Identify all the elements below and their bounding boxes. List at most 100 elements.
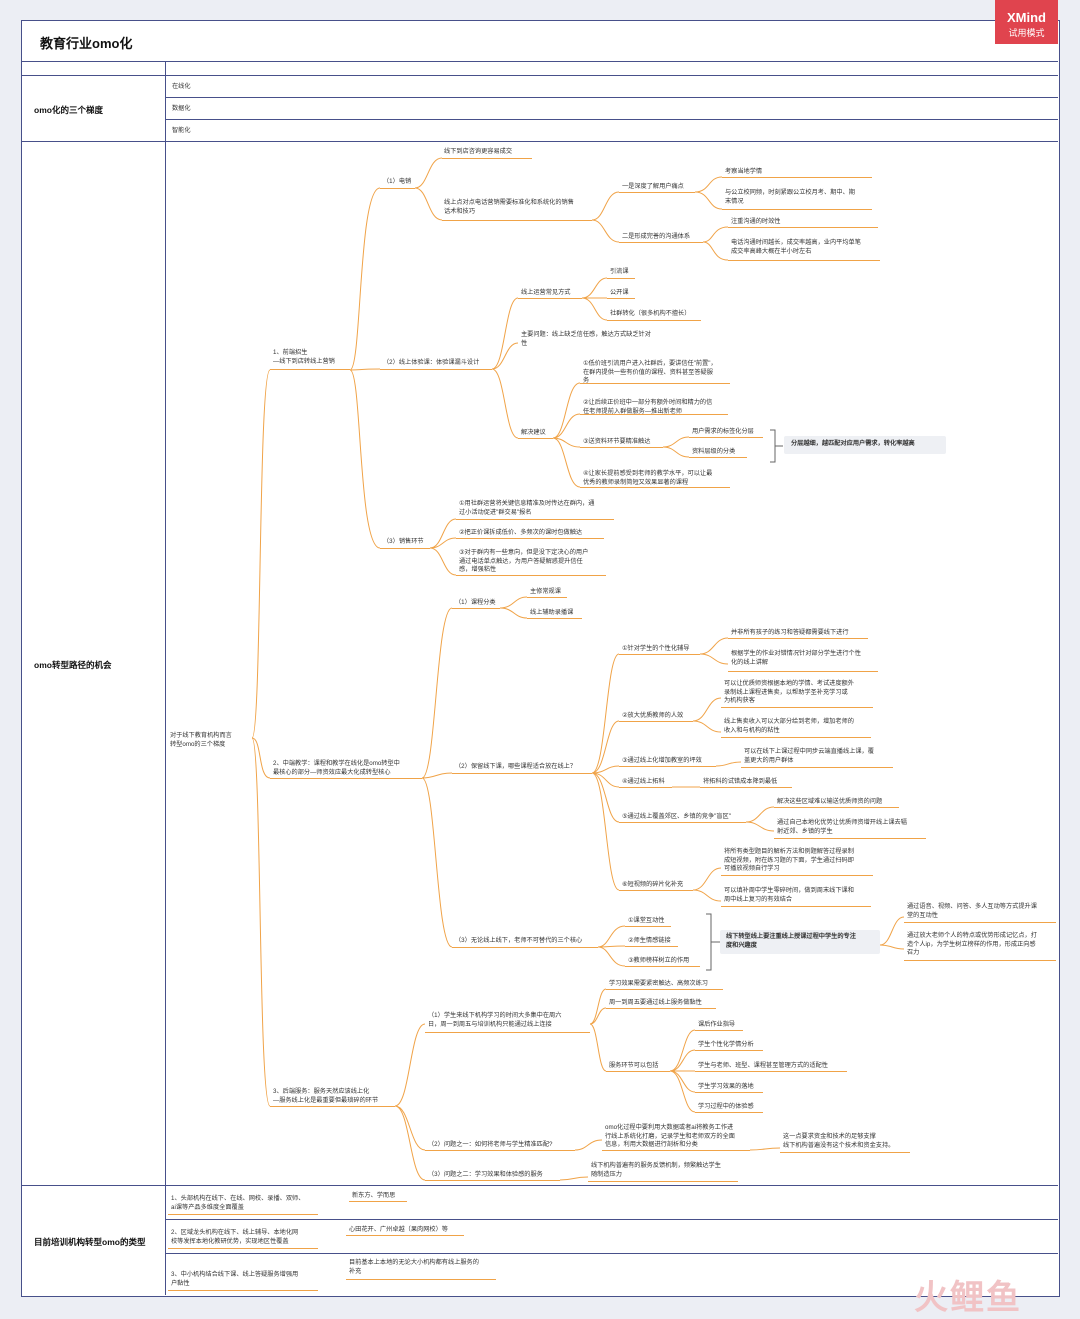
underline bbox=[602, 1150, 750, 1151]
node: ②放大优质教师的人效 bbox=[622, 712, 684, 719]
node: 将拓科的试错成本降到最低 bbox=[703, 778, 778, 785]
divider bbox=[165, 1219, 1058, 1220]
mindmap-frame bbox=[21, 20, 1060, 1297]
watermark-logo: 火鲤鱼 bbox=[914, 1279, 1022, 1317]
branch-xiaoshou: （3）销售环节 bbox=[383, 538, 424, 545]
underline bbox=[380, 188, 415, 189]
type-example: 心田花开、广州卓越（果肉网校）等 bbox=[349, 1226, 448, 1233]
summary-text: 分层越细，越匹配对应用户需求，转化率越高 bbox=[791, 440, 915, 447]
row-label: omo化的三个梯度 bbox=[34, 105, 103, 115]
node: ④通过线上拓科 bbox=[622, 778, 665, 785]
underline bbox=[619, 721, 693, 722]
branch-tiyanke: （2）线上体验课：体验课漏斗设计 bbox=[383, 359, 480, 366]
underline bbox=[780, 1152, 910, 1153]
node: 学生与老师、班型、课程甚至管理方式的适配性 bbox=[698, 1062, 828, 1069]
underline bbox=[695, 1092, 763, 1093]
underline bbox=[606, 1071, 670, 1072]
branch-middle: 2、中端教学：课程和教学在线化是omo转型中 最核心的部分—师资效应最大化成转型… bbox=[273, 760, 400, 776]
page-title: 教育行业omo化 bbox=[40, 36, 133, 51]
node: ③通过线上化增加教室的坪效 bbox=[622, 757, 702, 764]
branch-back: 3、后端服务：服务天然应该线上化 —服务线上化是最重要但最琐碎的环节 bbox=[273, 1088, 379, 1104]
summary-box bbox=[720, 930, 880, 954]
underline bbox=[700, 787, 792, 788]
node: 课后作业指导 bbox=[698, 1021, 736, 1028]
node: 可以在线下上课过程中同步云端直播线上课，覆 盖更大的用户群体 bbox=[744, 748, 874, 764]
node: 解决这些区域难以输送优质师资的问题 bbox=[777, 798, 883, 805]
divider bbox=[21, 141, 1058, 142]
branch-pipei: （2）问题之一：如何将老师与学生精准匹配? bbox=[428, 1141, 553, 1148]
node: ⑤通过线上覆盖郊区、乡镇的竞争"盲区" bbox=[622, 813, 731, 820]
node: 学生学习效果的落地 bbox=[698, 1083, 754, 1090]
node: 学生个性化学情分析 bbox=[698, 1041, 754, 1048]
node: 引流课 bbox=[610, 268, 629, 275]
xmind-badge: XMind 试用模式 bbox=[995, 0, 1058, 44]
underline bbox=[607, 298, 635, 299]
underline bbox=[728, 638, 868, 639]
trial-mode-label: 试用模式 bbox=[1008, 28, 1045, 38]
underline bbox=[728, 260, 880, 261]
underline bbox=[456, 538, 604, 539]
underline bbox=[619, 822, 746, 823]
node: 线下到店咨询更容易成交 bbox=[444, 148, 513, 155]
underline bbox=[580, 487, 730, 488]
underline bbox=[425, 1150, 575, 1151]
node: 主要问题：线上缺乏信任感，触达方式缺乏针对 性 bbox=[521, 331, 651, 347]
underline bbox=[722, 209, 872, 210]
node: ⑥短视频的碎片化补充 bbox=[622, 881, 684, 888]
branch-front: 1、前端招生 —线下到店转线上营销 bbox=[273, 349, 335, 365]
node: ④让家长提前感受到老师的教学水平，可以让最 优秀的教师录制简短又效果显著的课程 bbox=[583, 470, 713, 486]
underline bbox=[619, 787, 672, 788]
list-item: 智能化 bbox=[172, 127, 191, 134]
node: ①课堂互动性 bbox=[628, 917, 665, 924]
underline bbox=[518, 438, 553, 439]
node: ③对于群内有一些意向，但是没下定决心的用户 通过电话单点触达，为用户答疑解惑提升… bbox=[459, 549, 589, 574]
node: ②让后续正价班中一部分有额外时间和精力的信 任老师提前入群做服务—推出新老师 bbox=[583, 399, 713, 415]
summary-text: 线下转型线上要注重线上授课过程中学生的专注 度和兴趣度 bbox=[726, 933, 856, 949]
underline bbox=[380, 369, 492, 370]
node: ②师生情感链接 bbox=[628, 937, 671, 944]
root-topic: 对于线下教育机构而言 转型omo的三个梯度 bbox=[170, 732, 232, 748]
underline bbox=[518, 298, 582, 299]
node: 电话沟通时间越长，成交率越高，业内平均单笔 成交率高峰大概在半小时左右 bbox=[731, 239, 861, 255]
node: 学习过程中的体验感 bbox=[698, 1103, 754, 1110]
underline bbox=[442, 220, 592, 221]
divider bbox=[165, 119, 1058, 120]
node: 注重沟通的时效性 bbox=[731, 218, 781, 225]
branch-dianxiao: （1）电销 bbox=[383, 178, 412, 185]
underline bbox=[695, 1050, 763, 1051]
underline bbox=[580, 383, 730, 384]
node: 将所有类型题目的解析方法和例题解答过程录制 成短视频，附在练习题的下面，学生通过… bbox=[724, 848, 854, 873]
node: 一是深度了解用户痛点 bbox=[622, 183, 684, 190]
underline bbox=[774, 807, 899, 808]
brand-logo: XMind bbox=[1007, 10, 1046, 25]
underline bbox=[346, 1235, 464, 1236]
underline bbox=[625, 966, 700, 967]
type-example: 目前基本上本地的无论大小机构都有线上服务的 补充 bbox=[349, 1259, 479, 1275]
underline bbox=[527, 597, 567, 598]
node: 解决建议 bbox=[521, 429, 546, 436]
underline bbox=[168, 1248, 318, 1249]
node: 社群转化（很多机构不擅长） bbox=[610, 310, 691, 317]
node: omo化过程中要利用大数据或者ai将教务工作进 行线上系统化打磨，记录学生和老师… bbox=[605, 1124, 735, 1149]
node: 公开课 bbox=[610, 289, 629, 296]
type-item: 3、中小机构结合线下课、线上答疑服务增强用 户黏性 bbox=[171, 1271, 299, 1287]
underline bbox=[728, 671, 878, 672]
underline bbox=[270, 1106, 395, 1107]
underline bbox=[452, 773, 592, 774]
node: 线上运营常见方式 bbox=[521, 289, 571, 296]
divider bbox=[165, 1253, 1058, 1254]
underline bbox=[619, 192, 695, 193]
underline bbox=[442, 158, 532, 159]
underline bbox=[721, 906, 871, 907]
type-example: 新东方、学而思 bbox=[352, 1192, 396, 1199]
list-item: 数据化 bbox=[172, 105, 191, 112]
underline bbox=[607, 278, 635, 279]
type-item: 1、头部机构在线下、在线、网校、录播、双师、 ai课等产品多维度全面覆盖 bbox=[171, 1195, 305, 1211]
underline bbox=[774, 838, 926, 839]
underline bbox=[456, 575, 606, 576]
underline bbox=[689, 437, 763, 438]
underline bbox=[606, 989, 723, 990]
underline bbox=[695, 1071, 847, 1072]
underline bbox=[580, 447, 663, 448]
